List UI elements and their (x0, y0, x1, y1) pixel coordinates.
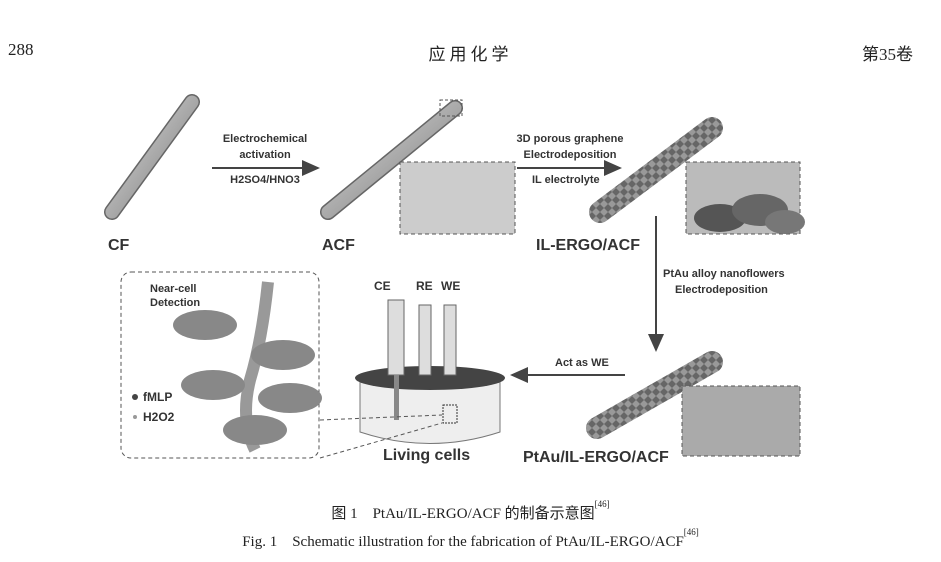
arrow1-line1: Electrochemical (223, 133, 307, 145)
figure-schematic: CF Electrochemical activation H2SO4/HNO3… (104, 94, 805, 466)
arrow4-label: Act as WE (555, 357, 609, 369)
near-cell-line1: Near-cell (150, 283, 196, 295)
acf-inset (399, 161, 516, 235)
arrow2-line2: Electrodeposition (524, 149, 617, 161)
acf-fiber (320, 100, 463, 220)
h2o2-marker-icon (133, 415, 137, 419)
electrode-we: WE (441, 279, 460, 293)
electrode-ce: CE (374, 279, 391, 293)
label-il-ergo-acf: IL-ERGO/ACF (536, 237, 640, 254)
cell (251, 340, 315, 370)
caption-en-text: Fig. 1 Schematic illustration for the fa… (242, 534, 684, 550)
label-cf: CF (108, 237, 130, 254)
caption-en-ref: [46] (683, 527, 699, 537)
ptau-fiber (586, 351, 723, 439)
electrode-re: RE (416, 279, 433, 293)
near-cell-line2: Detection (150, 297, 200, 309)
cf-fiber (104, 94, 200, 220)
journal-title: 应用化学 (428, 45, 513, 64)
cell (223, 415, 287, 445)
label-living-cells: Living cells (383, 447, 470, 464)
ptau-inset (681, 385, 801, 457)
arrow1-below: H2SO4/HNO3 (230, 174, 300, 186)
caption-cn-text: 图 1 PtAu/IL-ERGO/ACF 的制备示意图 (331, 506, 595, 522)
electrochemical-cell (355, 299, 505, 444)
cell (258, 383, 322, 413)
label-acf: ACF (322, 237, 355, 254)
arrow2-line1: 3D porous graphene (517, 133, 624, 145)
label-ptau-il-ergo-acf: PtAu/IL-ERGO/ACF (523, 449, 669, 466)
caption-cn-ref: [46] (594, 499, 610, 509)
legend-h2o2: H2O2 (143, 410, 175, 424)
legend-fmlp: fMLP (143, 390, 172, 404)
caption-chinese: 图 1 PtAu/IL-ERGO/ACF 的制备示意图[46] (0, 499, 941, 523)
near-cell-inset (120, 271, 320, 459)
arrow2-below: IL electrolyte (532, 174, 600, 186)
arrow1-line2: activation (239, 149, 291, 161)
arrow3-line1: PtAu alloy nanoflowers (663, 268, 785, 280)
page-number: 288 (8, 40, 34, 59)
il-ergo-acf-fiber (589, 117, 723, 223)
caption-english: Fig. 1 Schematic illustration for the fa… (0, 527, 941, 551)
fmlp-marker-icon (132, 394, 138, 400)
cell (173, 310, 237, 340)
volume-label: 第35卷 (862, 45, 913, 64)
cell (181, 370, 245, 400)
arrow3-line2: Electrodeposition (675, 284, 768, 296)
